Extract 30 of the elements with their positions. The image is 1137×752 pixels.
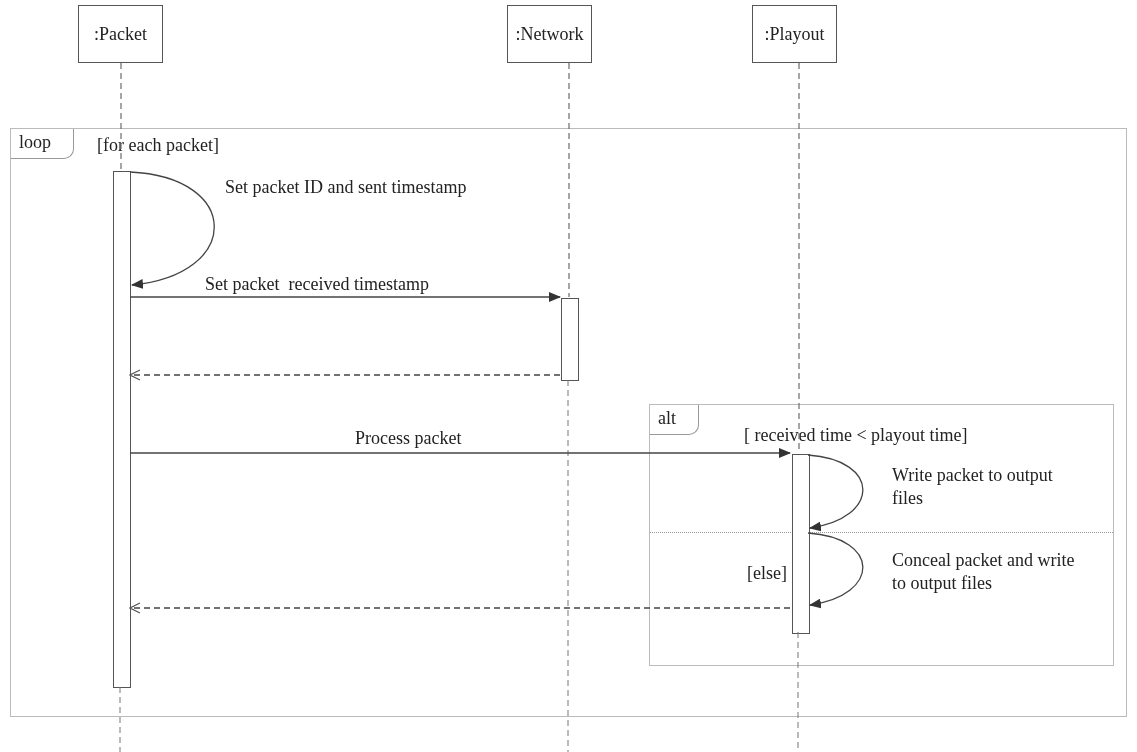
return-arrow	[129, 602, 791, 614]
guard-condition: [else]	[747, 563, 787, 584]
self-message-arrow	[129, 171, 215, 289]
combined-fragment-frame	[10, 128, 1127, 717]
message-label: Conceal packet and write to output files	[892, 549, 1076, 596]
lifeline-head	[752, 5, 837, 63]
lifeline	[120, 62, 122, 171]
fragment-operator: alt	[650, 405, 699, 435]
message-arrow	[129, 292, 561, 302]
message-arrow	[129, 448, 791, 458]
activation-bar	[561, 298, 579, 381]
activation-bar	[792, 454, 810, 634]
lifeline-name: :Packet	[94, 23, 147, 45]
return-arrow	[129, 369, 561, 381]
combined-fragment-frame	[649, 404, 1114, 666]
fragment-operator: loop	[11, 129, 74, 159]
activation-bar	[113, 171, 131, 688]
message-label: Write packet to output files	[892, 464, 1054, 511]
self-message-arrow	[807, 532, 864, 608]
guard-condition: [for each packet]	[97, 135, 219, 156]
self-message-arrow	[807, 454, 864, 531]
lifeline-name: :Playout	[764, 23, 825, 45]
lifeline-head	[78, 5, 163, 63]
lifeline-head	[507, 5, 592, 63]
message-label: Process packet	[355, 427, 462, 450]
guard-condition: [ received time < playout time]	[744, 425, 968, 446]
message-label: Set packet ID and sent timestamp	[225, 176, 467, 199]
lifeline	[568, 62, 570, 298]
message-label: Set packet received timestamp	[205, 273, 429, 296]
lifeline-name: :Network	[515, 23, 584, 45]
